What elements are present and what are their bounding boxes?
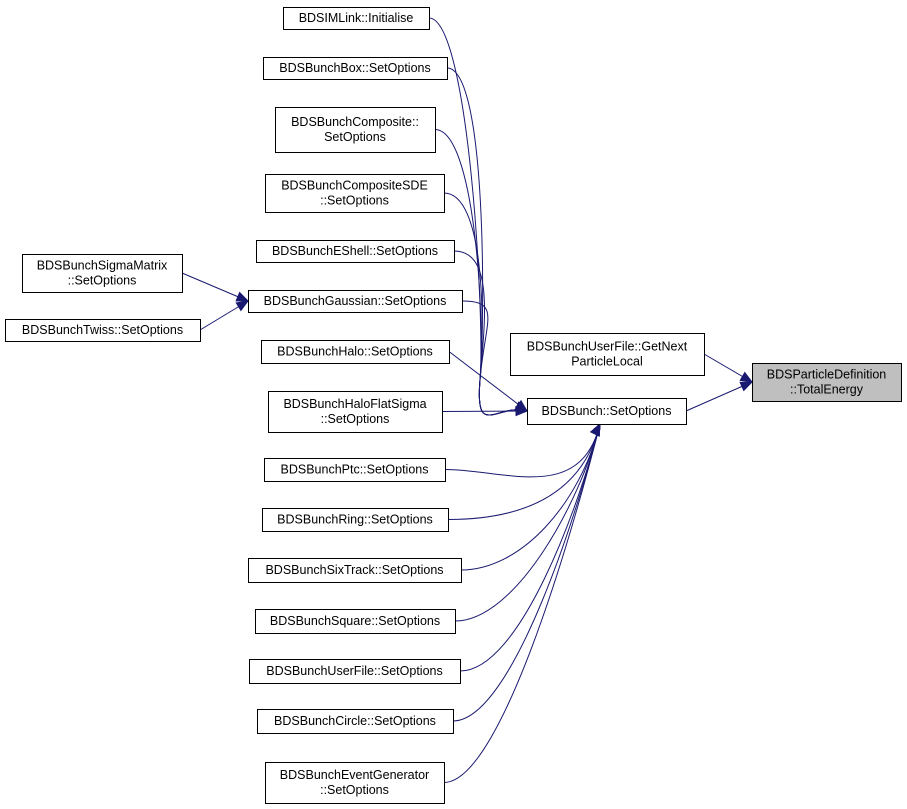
edge-n_bunch-to-n_target: [685, 381, 754, 412]
edge-n_haloflat-to-n_bunch: [441, 405, 529, 417]
node-label: BDSBunchUserFile::GetNext: [527, 340, 688, 354]
node-label: BDSBunchEventGenerator: [280, 768, 429, 782]
node-label: ::SetOptions: [321, 412, 390, 426]
node-label: BDSBunchRing::SetOptions: [277, 513, 433, 527]
node-label: BDSBunchSixTrack::SetOptions: [265, 563, 443, 577]
node-ptc[interactable]: BDSBunchPtc::SetOptions: [264, 458, 446, 482]
node-composite[interactable]: BDSBunchComposite::SetOptions: [275, 107, 436, 153]
node-sixtrack[interactable]: BDSBunchSixTrack::SetOptions: [248, 558, 462, 583]
node-haloflat[interactable]: BDSBunchHaloFlatSigma::SetOptions: [268, 391, 443, 433]
node-label: BDSBunchUserFile::SetOptions: [266, 664, 442, 678]
node-label: BDSBunchBox::SetOptions: [279, 61, 430, 75]
node-label: BDSBunchEShell::SetOptions: [272, 244, 438, 258]
node-label: BDSBunchComposite::: [291, 115, 419, 129]
node-eventgen[interactable]: BDSBunchEventGenerator::SetOptions: [265, 762, 445, 804]
node-initialise[interactable]: BDSIMLink::Initialise: [283, 7, 430, 30]
node-compositesde[interactable]: BDSBunchCompositeSDE::SetOptions: [265, 174, 445, 213]
node-label: BDSIMLink::Initialise: [299, 11, 414, 25]
node-twiss[interactable]: BDSBunchTwiss::SetOptions: [5, 319, 201, 342]
node-label: ::TotalEnergy: [790, 383, 864, 397]
node-label: BDSBunchCompositeSDE: [281, 179, 428, 193]
node-gaussian[interactable]: BDSBunchGaussian::SetOptions: [248, 290, 463, 313]
node-label: SetOptions: [324, 130, 386, 144]
node-label: BDSBunchCircle::SetOptions: [274, 714, 436, 728]
node-label: BDSBunchPtc::SetOptions: [281, 463, 429, 477]
edge-n_ptc-to-n_bunch: [444, 422, 601, 478]
node-sigmamatrix[interactable]: BDSBunchSigmaMatrix::SetOptions: [22, 254, 183, 293]
node-label: BDSBunchHalo::SetOptions: [277, 345, 433, 359]
node-bunch[interactable]: BDSBunch::SetOptions: [527, 398, 687, 425]
node-label: ::SetOptions: [320, 194, 389, 208]
node-target[interactable]: BDSParticleDefinition::TotalEnergy: [752, 363, 902, 402]
node-label: BDSBunch::SetOptions: [542, 404, 672, 418]
edge-n_userfile-to-n_bunch: [459, 422, 601, 672]
node-label: BDSBunchSquare::SetOptions: [270, 614, 440, 628]
edge-n_eventgen-to-n_bunch: [443, 422, 601, 783]
node-label: ParticleLocal: [571, 355, 643, 369]
node-circle[interactable]: BDSBunchCircle::SetOptions: [257, 709, 454, 734]
edge-n_getnext-to-n_target: [703, 353, 754, 383]
nodes-layer: BDSIMLink::InitialiseBDSBunchBox::SetOpt…: [5, 7, 902, 804]
node-ring[interactable]: BDSBunchRing::SetOptions: [262, 508, 449, 532]
node-halo[interactable]: BDSBunchHalo::SetOptions: [261, 340, 450, 364]
node-label: BDSBunchTwiss::SetOptions: [22, 323, 183, 337]
node-box[interactable]: BDSBunchBox::SetOptions: [263, 57, 448, 80]
edges-layer: [181, 17, 754, 783]
node-label: BDSBunchSigmaMatrix: [37, 259, 168, 273]
node-label: BDSParticleDefinition: [767, 368, 887, 382]
node-label: ::SetOptions: [68, 274, 137, 288]
edge-n_twiss-to-n_gaussian: [199, 300, 250, 331]
node-square[interactable]: BDSBunchSquare::SetOptions: [255, 609, 456, 634]
edge-n_circle-to-n_bunch: [452, 422, 601, 722]
node-userfile[interactable]: BDSBunchUserFile::SetOptions: [249, 659, 461, 684]
edge-n_square-to-n_bunch: [454, 422, 601, 622]
node-label: BDSBunchGaussian::SetOptions: [264, 294, 447, 308]
node-label: ::SetOptions: [320, 783, 389, 797]
node-eshell[interactable]: BDSBunchEShell::SetOptions: [256, 240, 455, 263]
node-label: BDSBunchHaloFlatSigma: [283, 397, 426, 411]
edge-n_sigmamatrix-to-n_gaussian: [181, 272, 250, 302]
